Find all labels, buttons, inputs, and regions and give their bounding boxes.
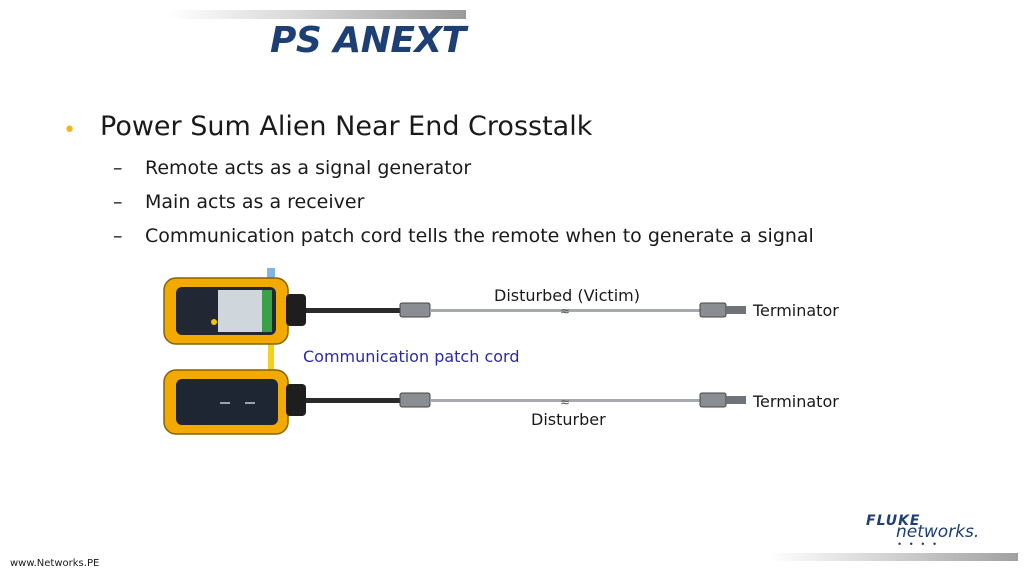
dash-icon: – — [113, 191, 123, 213]
terminator-top-label: Terminator — [753, 301, 839, 320]
networks-logo-text: networks. — [896, 522, 980, 542]
top-decor-bar — [168, 10, 466, 19]
patch-cord-top-end — [267, 268, 275, 282]
victim-label: Disturbed (Victim) — [494, 286, 640, 305]
disturber-cable-stub — [306, 398, 402, 403]
sub-item: –Communication patch cord tells the remo… — [113, 225, 814, 247]
bullet-dot-icon: • — [63, 118, 76, 143]
dash-icon: – — [113, 157, 123, 179]
disturber-connector-left — [399, 392, 431, 408]
main-tester — [163, 369, 306, 435]
patch-cord-label: Communication patch cord — [303, 347, 520, 366]
sub-item-text: Remote acts as a signal generator — [145, 157, 472, 179]
fluke-logo-text: FLUKE — [866, 513, 921, 529]
victim-cable-stub — [306, 308, 402, 313]
victim-terminator — [726, 306, 746, 314]
disturber-label: Disturber — [531, 410, 606, 429]
sub-item-text: Main acts as a receiver — [145, 191, 365, 213]
main-bullet: Power Sum Alien Near End Crosstalk — [100, 111, 593, 142]
sub-item: –Remote acts as a signal generator — [113, 157, 471, 179]
terminator-bottom-label: Terminator — [753, 392, 839, 411]
bottom-decor-bar — [770, 553, 1018, 561]
disturber-cable — [430, 399, 700, 402]
remote-tester — [163, 277, 306, 345]
disturber-cable-break: ≈ — [560, 395, 570, 409]
victim-connector-right — [699, 302, 727, 318]
dash-icon: – — [113, 225, 123, 247]
footer-url: www.Networks.PE — [10, 558, 100, 569]
disturber-connector-right — [699, 392, 727, 408]
logo-dots-icon: • • • • — [898, 539, 940, 549]
victim-connector-left — [399, 302, 431, 318]
sub-item-text: Communication patch cord tells the remot… — [145, 225, 814, 247]
victim-cable-break: ≈ — [560, 304, 570, 318]
slide-title: PS ANEXT — [270, 20, 466, 61]
victim-cable — [430, 309, 700, 312]
sub-item: –Main acts as a receiver — [113, 191, 364, 213]
disturber-terminator — [726, 396, 746, 404]
